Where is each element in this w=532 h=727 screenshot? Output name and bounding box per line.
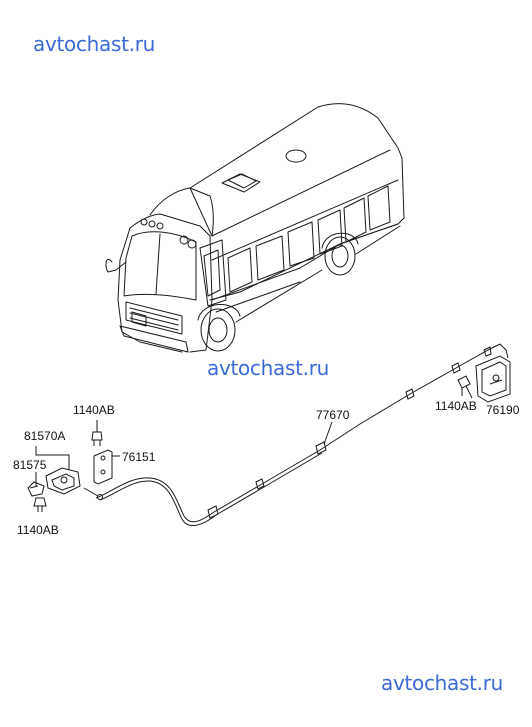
label-1140ab-right: 1140AB	[435, 399, 477, 413]
watermark-middle: avtochast.ru	[207, 356, 330, 380]
label-81570a: 81570A	[24, 429, 66, 443]
label-81575: 81575	[13, 458, 47, 472]
bus-illustration	[105, 103, 405, 353]
label-76190: 76190	[486, 403, 520, 417]
release-cable	[95, 343, 509, 526]
label-1140ab-top: 1140AB	[73, 403, 115, 417]
label-1140ab-bottom: 1140AB	[17, 523, 59, 537]
label-77670: 77670	[316, 408, 350, 422]
watermark-bottom: avtochast.ru	[381, 671, 504, 695]
label-76151: 76151	[122, 450, 156, 464]
release-handle	[457, 355, 511, 403]
latch-assembly	[27, 420, 120, 512]
watermark-top: avtochast.ru	[33, 32, 156, 56]
